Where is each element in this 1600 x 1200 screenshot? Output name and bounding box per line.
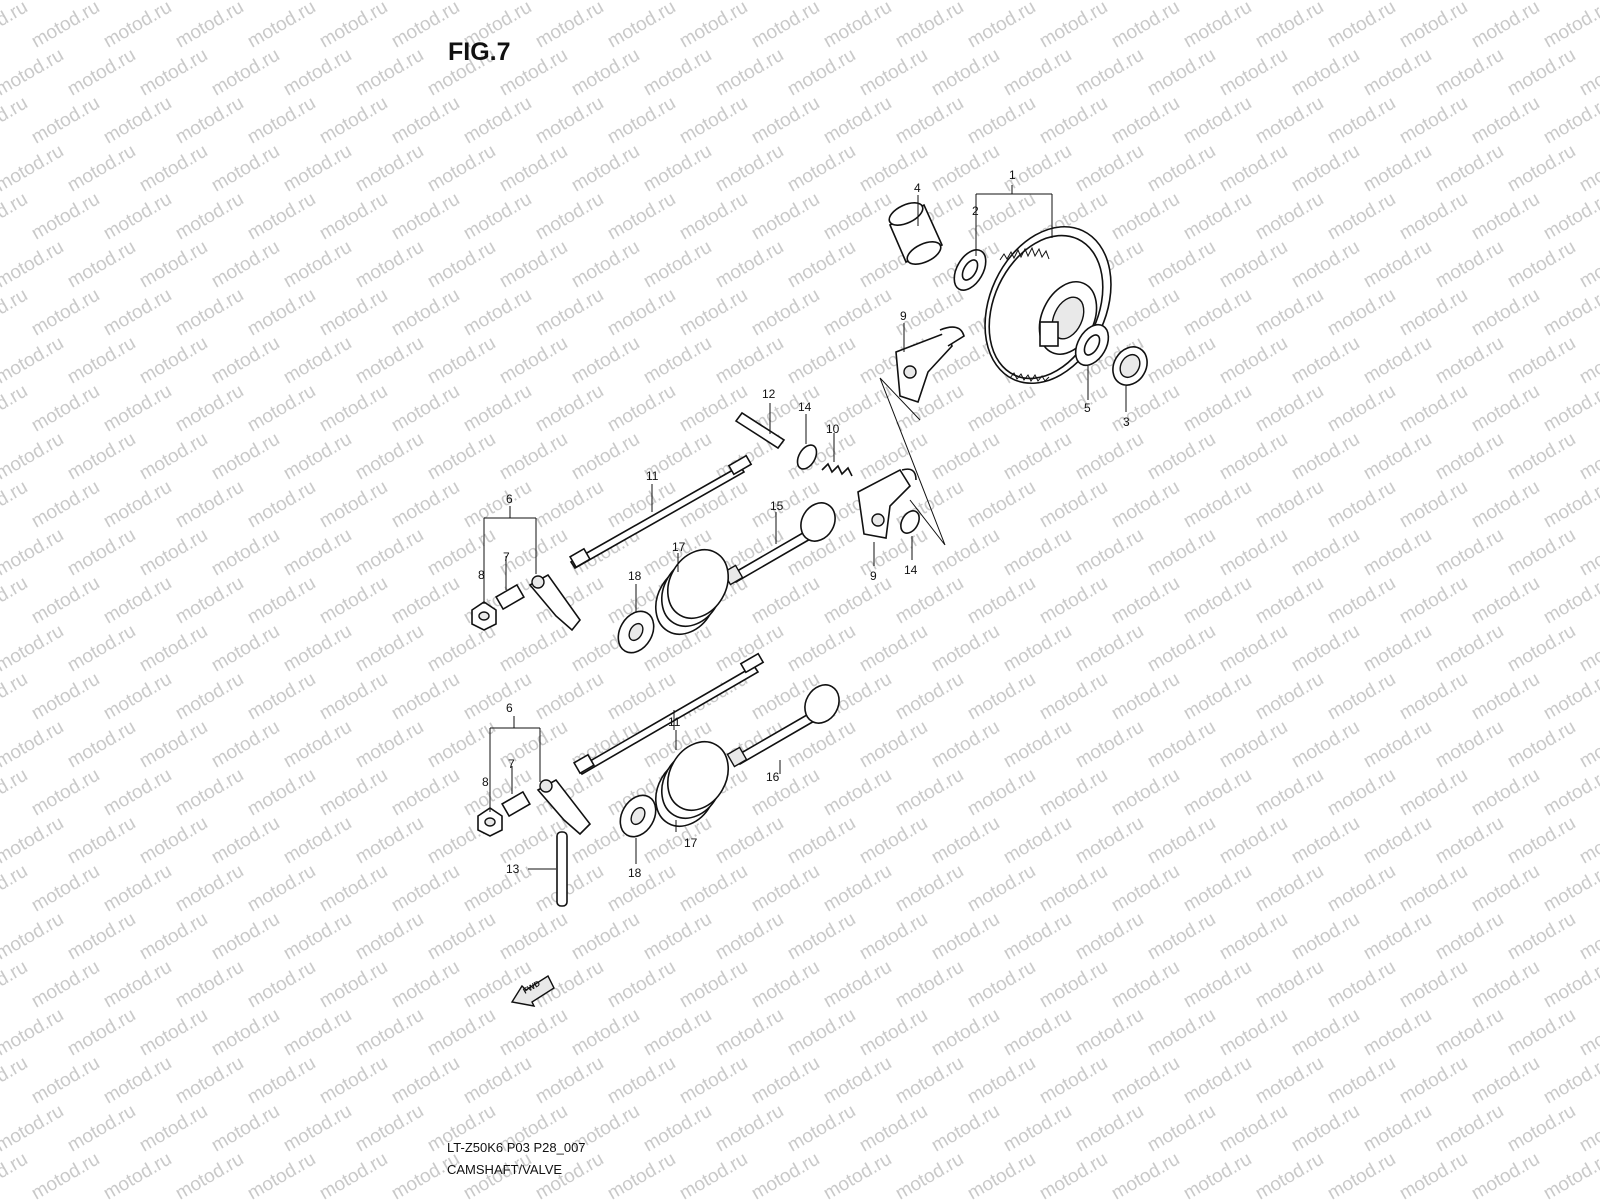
callout-9-upper: 9 xyxy=(900,309,907,323)
callout-12: 12 xyxy=(762,387,776,401)
callout-17-lower: 17 xyxy=(684,836,698,850)
callout-14-upper: 14 xyxy=(798,400,812,414)
callout-16: 16 xyxy=(766,770,780,784)
valve-spring-17-lower xyxy=(655,741,729,827)
callout-5: 5 xyxy=(1084,401,1091,415)
figure-label: FIG.7 xyxy=(448,38,511,66)
washer-14-lower xyxy=(900,510,920,534)
valve-spring-17-upper xyxy=(655,549,729,635)
callout-10: 10 xyxy=(826,422,840,436)
valve-15 xyxy=(722,502,836,586)
callout-8-upper: 8 xyxy=(478,568,485,582)
retainer-18-upper xyxy=(617,610,655,654)
washer-5 xyxy=(1074,323,1110,367)
nut-8-upper xyxy=(471,601,497,631)
callout-6-upper: 6 xyxy=(506,492,513,506)
rocker-arm-lower xyxy=(857,468,917,539)
callout-9-lower: 9 xyxy=(870,569,877,583)
callout-8-lower: 8 xyxy=(482,775,489,789)
retainer-18-lower xyxy=(619,794,657,838)
adjuster-6-upper xyxy=(528,573,582,632)
valve-16 xyxy=(726,684,840,768)
spring-10 xyxy=(821,462,853,477)
bearing-3 xyxy=(1112,346,1148,386)
pushrod-11-upper xyxy=(568,454,753,570)
callout-7-upper: 7 xyxy=(503,550,510,564)
shaft-13 xyxy=(556,831,568,907)
callout-1: 1 xyxy=(1009,168,1016,182)
callout-15: 15 xyxy=(770,499,784,513)
shaft-12 xyxy=(734,411,786,450)
callout-18-lower: 18 xyxy=(628,866,642,880)
bush-4 xyxy=(888,202,944,265)
callout-6-lower: 6 xyxy=(506,701,513,715)
callout-18-upper: 18 xyxy=(628,569,642,583)
nut-8-lower xyxy=(477,807,503,837)
pushrod-11-lower xyxy=(572,652,765,776)
callout-3: 3 xyxy=(1123,415,1130,429)
callout-17-upper: 17 xyxy=(672,540,686,554)
fwd-arrow-icon: FWD xyxy=(510,974,555,1007)
callout-4: 4 xyxy=(914,181,921,195)
adjust-screw-7-lower xyxy=(501,790,531,818)
washer-2 xyxy=(953,249,987,291)
callout-14-lower: 14 xyxy=(904,563,918,577)
callout-13: 13 xyxy=(506,862,520,876)
washer-14-upper xyxy=(796,444,818,470)
model-code: LT-Z50K6 P03 P28_007 xyxy=(447,1140,586,1155)
watermark-mark: motod.ru xyxy=(1576,0,1600,4)
rocker-arm-upper xyxy=(895,326,965,404)
callout-2: 2 xyxy=(972,204,979,218)
callout-7-lower: 7 xyxy=(508,757,515,771)
section-title: CAMSHAFT/VALVE xyxy=(447,1162,563,1177)
camshaft-gear xyxy=(984,225,1112,385)
adjust-screw-7-upper xyxy=(495,583,525,611)
callouts: 1 2 3 4 5 6 6 7 7 8 8 9 9 10 11 11 12 13… xyxy=(478,168,1130,880)
callout-11-upper: 11 xyxy=(646,469,659,483)
callout-11-lower: 11 xyxy=(668,715,681,729)
leader-lines xyxy=(483,185,1127,870)
adjuster-6-lower xyxy=(536,778,592,836)
